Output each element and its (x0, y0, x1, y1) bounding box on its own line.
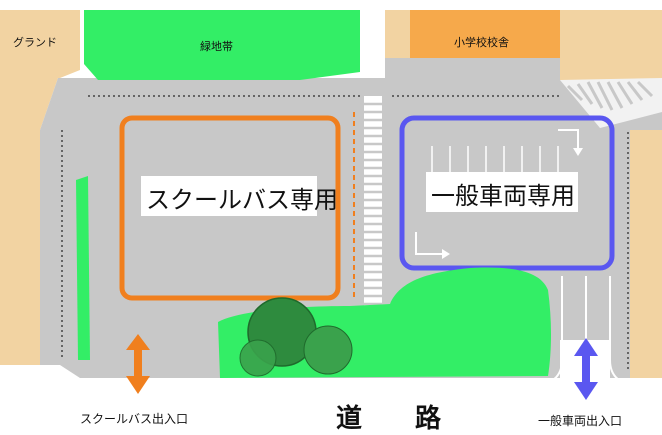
flow-arrowhead-bottom-left (442, 249, 450, 259)
general-vehicle-only-label: 一般車両専用 (431, 182, 575, 210)
tree-right (303, 325, 353, 375)
school-bus-only-label: スクールバス専用 (146, 186, 338, 214)
left-green-strip (76, 176, 90, 360)
flow-arrow-bottom-left (415, 232, 444, 255)
school-side-left (385, 10, 410, 58)
general-vehicle-zone (399, 115, 615, 271)
ground-label: グランド (13, 36, 57, 49)
school-side-right (560, 10, 662, 80)
green-belt (84, 10, 360, 80)
ground-area (0, 10, 80, 78)
general-vehicle-entrance-arrow (574, 338, 598, 400)
school-bus-zone (119, 115, 341, 301)
school-bus-entrance-arrow (126, 334, 150, 394)
flow-arrow-top-right (558, 129, 579, 150)
general-vehicle-entrance-label: 一般車両出入口 (538, 414, 623, 428)
diagonal-crosswalk (560, 78, 662, 128)
right-tan-strip (630, 130, 662, 378)
road-band (0, 378, 662, 434)
flow-arrowhead-top-right (573, 148, 583, 156)
general-vehicle-label-bg (426, 172, 578, 212)
school-bus-label-bg (141, 176, 317, 216)
school-building-label: 小学校校舎 (454, 36, 509, 49)
left-tan-strip (0, 78, 58, 365)
center-crosswalk (364, 96, 382, 310)
green-belt-label: 緑地帯 (200, 40, 233, 53)
road-label: 道 路 (336, 404, 464, 434)
school-bus-entrance-label: スクールバス出入口 (80, 412, 189, 426)
school-building (410, 10, 560, 58)
tree-small (239, 339, 277, 377)
